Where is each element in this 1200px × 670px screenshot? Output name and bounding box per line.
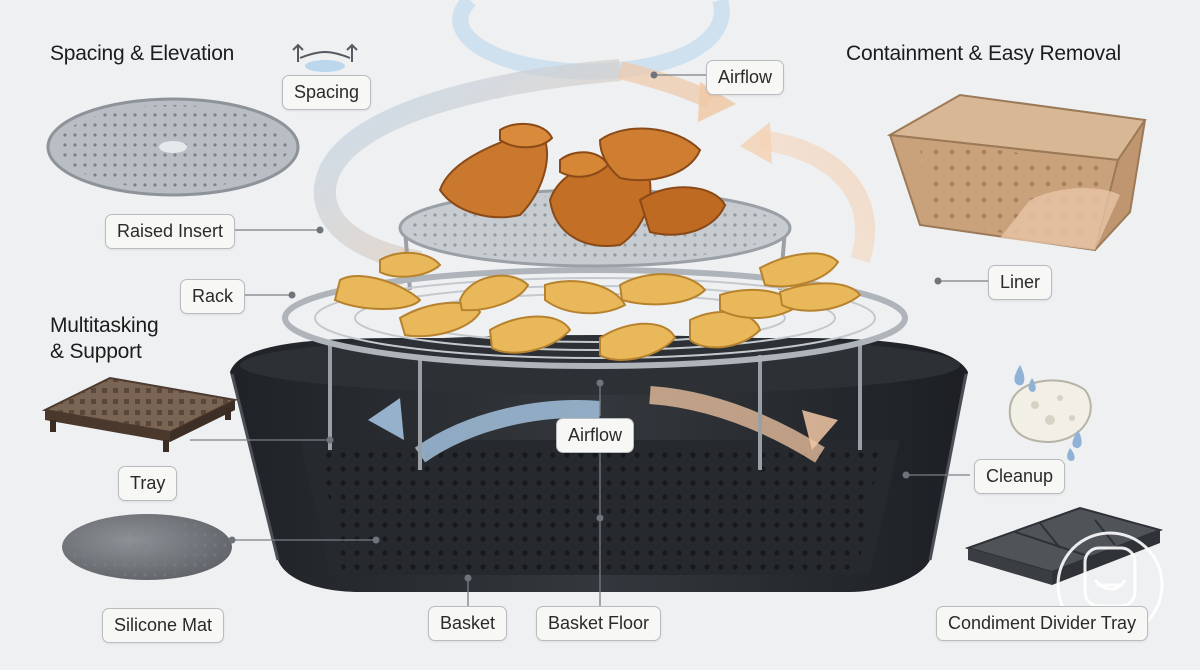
- label-airflow-top: Airflow: [706, 60, 785, 95]
- raised-insert-thumb: [46, 97, 300, 197]
- silicone-mat-thumb: [62, 514, 232, 580]
- label-silicone-mat: Silicone Mat: [102, 608, 225, 643]
- label-condiment-divider-tray: Condiment Divider Tray: [936, 606, 1149, 641]
- tray-thumb: [41, 376, 239, 452]
- label-basket-floor: Basket Floor: [536, 606, 662, 641]
- chicken-wings: [438, 122, 727, 247]
- condiment-tray-thumb: [964, 506, 1164, 585]
- label-liner: Liner: [988, 265, 1053, 300]
- label-airflow-center: Airflow: [556, 418, 635, 453]
- basket-illustration: [230, 335, 968, 592]
- label-rack: Rack: [180, 279, 246, 314]
- potato-wedges: [333, 251, 862, 361]
- label-tray: Tray: [118, 466, 178, 501]
- label-cleanup: Cleanup: [974, 459, 1066, 494]
- leader-lines: [190, 71, 988, 606]
- heading-support: & Support: [50, 340, 142, 363]
- heading-multitasking: Multitasking: [50, 314, 159, 337]
- water-drop-icon: [1014, 365, 1082, 461]
- airflow-swirl-top: [314, 0, 875, 286]
- label-basket: Basket: [428, 606, 508, 641]
- label-spacing: Spacing: [282, 75, 372, 110]
- sponge-icon: [1008, 379, 1092, 444]
- heading-spacing-elevation: Spacing & Elevation: [50, 42, 235, 65]
- heading-containment-removal: Containment & Easy Removal: [846, 42, 1121, 65]
- liner-thumb: [886, 93, 1147, 252]
- airflow-lower: [368, 386, 838, 463]
- label-raised-insert: Raised Insert: [105, 214, 236, 249]
- spacing-icon: [292, 43, 358, 72]
